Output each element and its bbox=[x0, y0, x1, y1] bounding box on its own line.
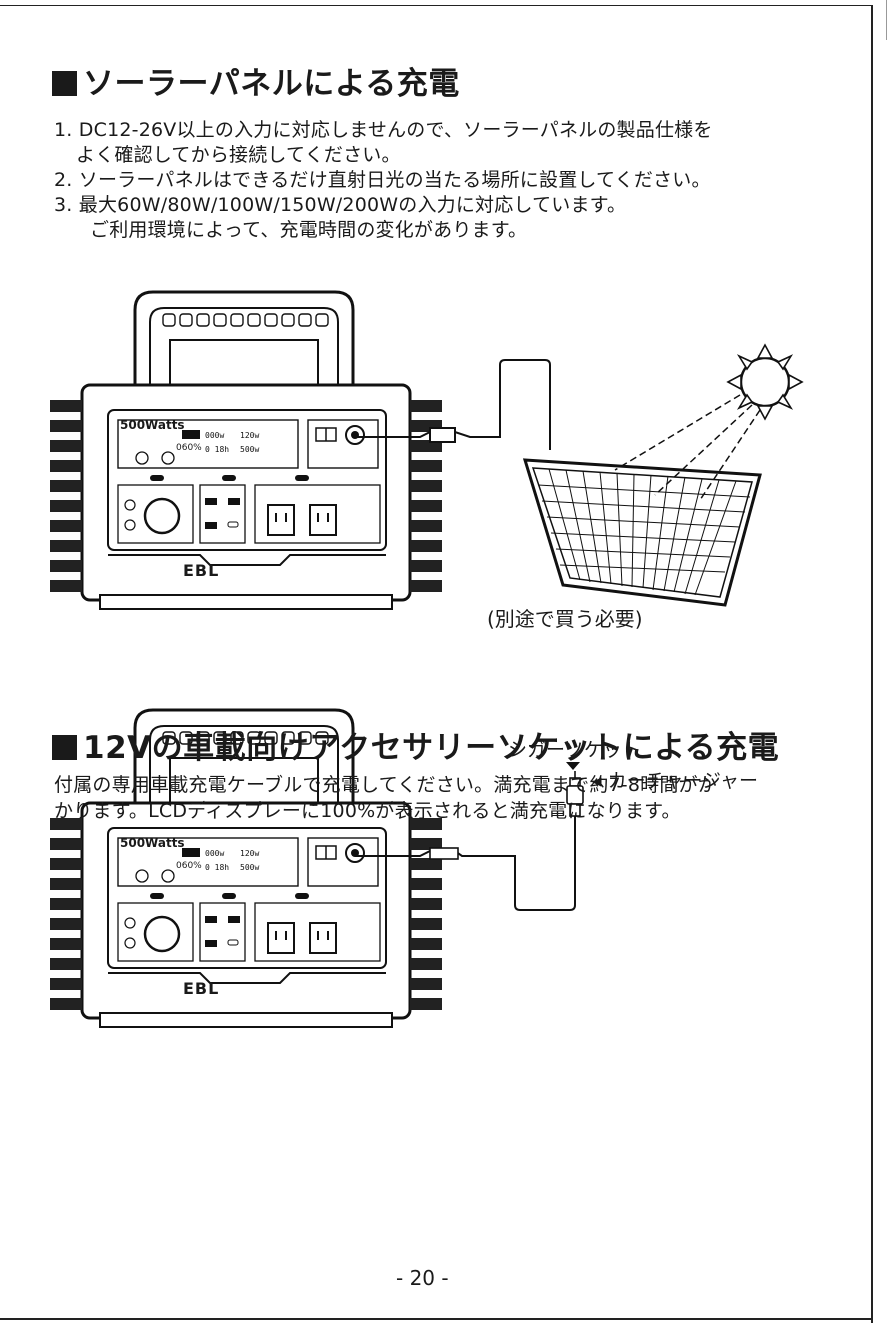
section2-heading: 12Vの車載向けアクセサリーソケットによる充電 bbox=[52, 722, 779, 767]
section1-title: ソーラーパネルによる充電 bbox=[83, 66, 460, 102]
section1-item-2: 2. ソーラーパネルはできるだけ直射日光の当たる場所に設置してください。 bbox=[54, 169, 711, 191]
device-lcd-percent-2: 060% bbox=[176, 861, 202, 871]
section2-body-line-1: 付属の専用車載充電ケーブルで充電してください。満充電まで約7-8時間がか bbox=[54, 774, 717, 796]
page-frame-bottom bbox=[0, 1318, 873, 1320]
car-charger-label: ◂ カーチャージャー bbox=[592, 770, 759, 792]
page-frame-right bbox=[871, 5, 873, 1323]
adjacent-page-edge bbox=[886, 0, 887, 40]
solar-panel-illustration bbox=[522, 458, 762, 607]
power-station-illustration-1 bbox=[48, 290, 444, 611]
sunlight-rays bbox=[614, 394, 761, 501]
solar-cable bbox=[355, 359, 551, 450]
section1-item-1: 1. DC12-26V以上の入力に対応しませんので、ソーラーパネルの製品仕様を bbox=[54, 119, 713, 141]
page-frame-top bbox=[0, 5, 872, 6]
square-bullet-icon bbox=[52, 71, 77, 96]
cigarette-socket-label: シガーソケット bbox=[508, 739, 642, 761]
section2-body-line-2: かります。LCDディスプレーに100%が表示されると満充電になります。 bbox=[54, 800, 681, 822]
device-lcd-percent-1: 060% bbox=[176, 443, 202, 453]
page-number: - 20 - bbox=[396, 1266, 449, 1290]
section1-heading: ソーラーパネルによる充電 bbox=[52, 58, 460, 103]
device-model-1: 500Watts bbox=[120, 418, 185, 432]
section2-title: 12Vの車載向けアクセサリーソケットによる充電 bbox=[83, 730, 780, 766]
car-charger-cable bbox=[355, 815, 576, 911]
car-plug-icon bbox=[566, 762, 584, 817]
device-brand-1: EBL bbox=[183, 561, 220, 580]
square-bullet-icon bbox=[52, 735, 77, 760]
section1-item-3-cont: ご利用環境によって、充電時間の変化があります。 bbox=[90, 219, 528, 241]
sun-icon bbox=[726, 343, 804, 421]
solar-panel-note: (別途で買う必要) bbox=[487, 607, 643, 631]
device-model-2: 500Watts bbox=[120, 836, 185, 850]
section1-item-3: 3. 最大60W/80W/100W/150W/200Wの入力に対応しています。 bbox=[54, 194, 627, 216]
section1-item-1-cont: よく確認してから接続してください。 bbox=[76, 144, 401, 166]
device-brand-2: EBL bbox=[183, 979, 220, 998]
